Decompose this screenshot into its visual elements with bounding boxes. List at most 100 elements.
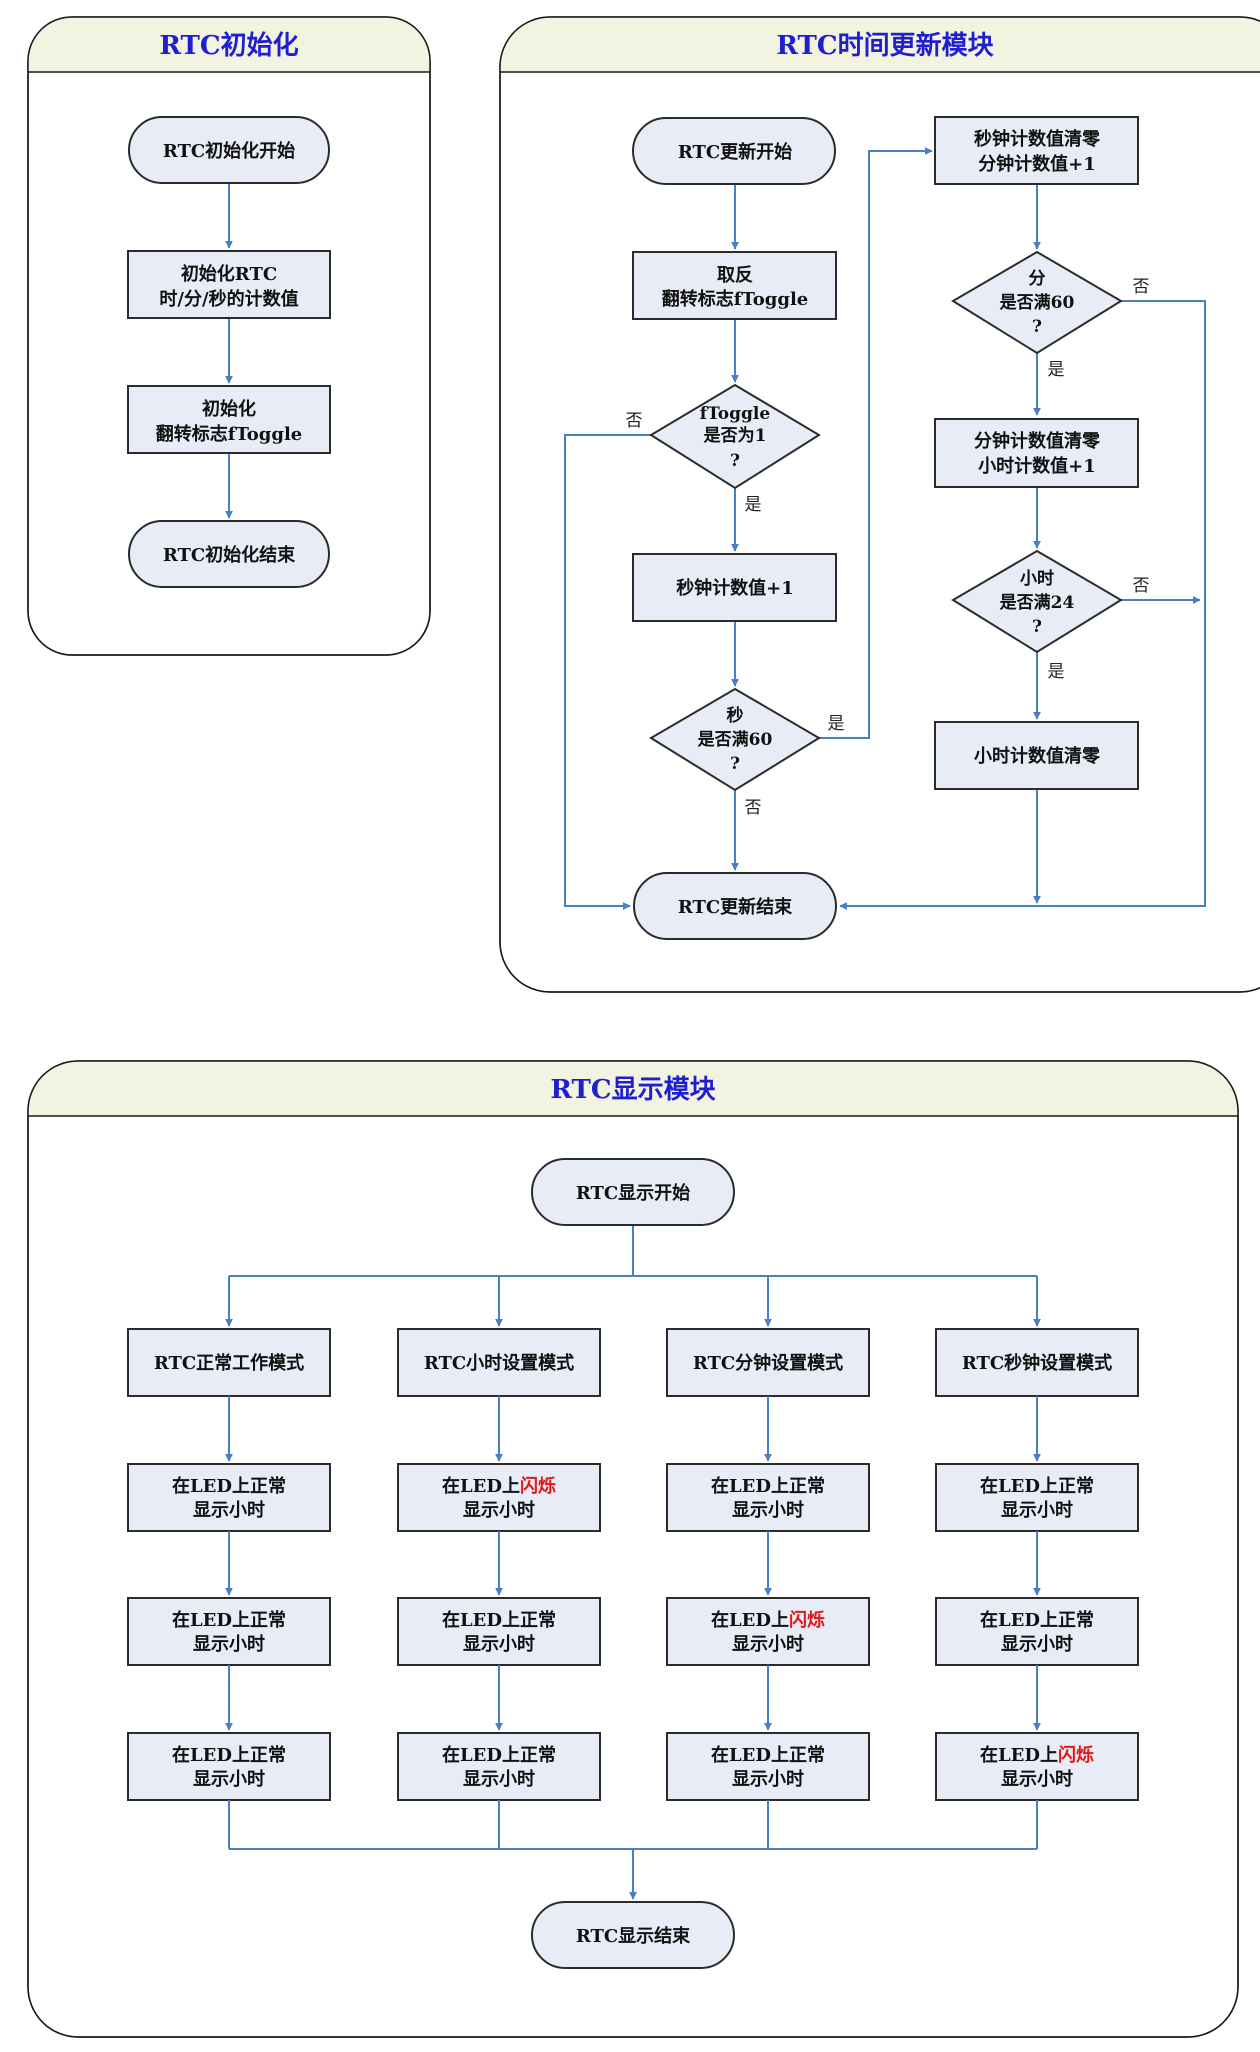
display-step-node xyxy=(666,1732,870,1801)
display-step-line2: 显示小时 xyxy=(732,1769,804,1790)
display-step-line2: 显示小时 xyxy=(1001,1500,1073,1521)
update-sec-reset-line1: 秒钟计数值清零 xyxy=(974,128,1101,150)
update-check-min-line2: 是否满60 xyxy=(1000,292,1075,313)
display-step-node xyxy=(666,1597,870,1666)
init-step1-node xyxy=(127,250,331,319)
display-column-1: RTC正常工作模式在LED上正常显示小时在LED上正常显示小时在LED上正常显示… xyxy=(127,1276,331,1849)
update-start-label: RTC更新开始 xyxy=(678,141,792,163)
display-step-line1: 在LED上正常 xyxy=(711,1475,825,1497)
update-check-hour-line3: ? xyxy=(1032,617,1042,637)
init-end-label: RTC初始化结束 xyxy=(163,544,296,566)
display-mode-label: RTC分钟设置模式 xyxy=(693,1352,843,1374)
display-step-line2: 显示小时 xyxy=(193,1769,265,1790)
init-flow: RTC初始化开始 初始化RTC 时/分/秒的计数值 初始化 翻转标志fToggl… xyxy=(127,116,331,588)
display-mode-label: RTC小时设置模式 xyxy=(424,1352,574,1374)
display-step-line2: 显示小时 xyxy=(193,1500,265,1521)
update-min-reset-line1: 分钟计数值清零 xyxy=(974,430,1101,452)
display-step-line2: 显示小时 xyxy=(1001,1634,1073,1655)
update-check-toggle-line1: fToggle xyxy=(700,404,771,424)
update-check-sec-line1: 秒 xyxy=(727,705,744,726)
update-hour-reset-label: 小时计数值清零 xyxy=(974,745,1101,767)
update-check-sec-node xyxy=(649,687,821,792)
display-mode-label: RTC秒钟设置模式 xyxy=(962,1352,1112,1374)
update-check-toggle-line2: 是否为1 xyxy=(704,425,767,446)
update-check-min-line3: ? xyxy=(1032,317,1042,337)
display-step-line1: 在LED上正常 xyxy=(980,1475,1094,1497)
update-check-hour-line1: 小时 xyxy=(1020,569,1054,589)
update-flow: RTC更新开始 取反 翻转标志fToggle fToggle 是否为1 ? 秒钟… xyxy=(564,116,1206,940)
display-step-line2: 显示小时 xyxy=(463,1769,535,1790)
update-check-min-line1: 分 xyxy=(1029,269,1046,289)
branch-label-hour-no: 否 xyxy=(1133,576,1150,596)
update-check-hour-node xyxy=(951,549,1123,654)
display-step-line2: 显示小时 xyxy=(193,1634,265,1655)
blink-highlight: 闪烁 xyxy=(520,1475,556,1497)
display-step-line1: 在LED上正常 xyxy=(711,1744,825,1766)
display-step-line1: 在LED上正常 xyxy=(172,1744,286,1766)
branch-label-min-no: 否 xyxy=(1133,277,1150,297)
display-column-4: RTC秒钟设置模式在LED上正常显示小时在LED上正常显示小时在LED上闪烁显示… xyxy=(935,1276,1139,1849)
init-start-label: RTC初始化开始 xyxy=(163,140,295,162)
branch-label-toggle-no: 否 xyxy=(626,411,643,431)
display-column-2: RTC小时设置模式在LED上闪烁显示小时在LED上正常显示小时在LED上正常显示… xyxy=(397,1276,601,1849)
display-step-node xyxy=(935,1732,1139,1801)
update-sec-reset-line2: 分钟计数值+1 xyxy=(978,153,1096,175)
pool-title-init: RTC初始化 xyxy=(159,31,298,61)
pool-title-display: RTC显示模块 xyxy=(550,1075,715,1105)
init-step2-node xyxy=(127,385,331,454)
update-min-reset-node xyxy=(934,418,1139,488)
branch-label-min-yes: 是 xyxy=(1048,360,1065,380)
display-mode-node xyxy=(397,1328,601,1397)
display-step-line1: 在LED上正常 xyxy=(442,1609,556,1631)
update-hour-reset-node xyxy=(934,721,1139,790)
update-check-toggle-line3: ? xyxy=(730,451,740,471)
update-sec-reset-node xyxy=(934,116,1139,185)
update-check-toggle-node xyxy=(649,383,821,490)
update-sec-inc-node xyxy=(632,553,837,622)
display-mode-node xyxy=(935,1328,1139,1397)
display-step-line2: 显示小时 xyxy=(732,1500,804,1521)
display-step-line2: 显示小时 xyxy=(463,1634,535,1655)
init-step1-line2: 时/分/秒的计数值 xyxy=(159,288,298,310)
display-step-line1: 在LED上正常 xyxy=(172,1475,286,1497)
display-mode-node xyxy=(666,1328,870,1397)
display-step-line2: 显示小时 xyxy=(1001,1769,1073,1790)
update-min-reset-line2: 小时计数值+1 xyxy=(978,455,1096,477)
display-step-line1: 在LED上正常 xyxy=(172,1609,286,1631)
pool-title-update: RTC时间更新模块 xyxy=(776,30,993,61)
display-step-node xyxy=(397,1732,601,1801)
display-end-node xyxy=(531,1901,735,1969)
init-start-node xyxy=(128,116,330,184)
update-toggle-node xyxy=(632,251,837,320)
display-column-3: RTC分钟设置模式在LED上正常显示小时在LED上闪烁显示小时在LED上正常显示… xyxy=(666,1276,870,1849)
display-step-line2: 显示小时 xyxy=(463,1500,535,1521)
display-step-line2: 显示小时 xyxy=(732,1634,804,1655)
display-step-line1: 在LED上闪烁 xyxy=(442,1475,556,1497)
init-step1-line1: 初始化RTC xyxy=(181,263,277,285)
init-step2-line2: 翻转标志fToggle xyxy=(156,423,303,445)
init-step2-line1: 初始化 xyxy=(202,398,256,420)
display-step-line1: 在LED上正常 xyxy=(442,1744,556,1766)
display-step-node xyxy=(935,1463,1139,1532)
display-start-node xyxy=(531,1158,735,1226)
display-start-label: RTC显示开始 xyxy=(576,1182,690,1204)
display-step-line1: 在LED上闪烁 xyxy=(711,1609,825,1631)
update-check-hour-line2: 是否满24 xyxy=(1000,592,1075,613)
update-check-min-node xyxy=(951,250,1123,355)
update-start-node xyxy=(632,117,836,185)
update-check-sec-line3: ? xyxy=(730,754,740,774)
init-end-node xyxy=(128,520,330,588)
branch-label-sec-yes: 是 xyxy=(828,714,845,734)
update-toggle-line1: 取反 xyxy=(717,265,753,286)
display-columns: RTC正常工作模式在LED上正常显示小时在LED上正常显示小时在LED上正常显示… xyxy=(127,1276,1139,1849)
branch-label-sec-no: 否 xyxy=(745,798,762,818)
blink-highlight: 闪烁 xyxy=(1058,1744,1094,1766)
display-flow: RTC显示开始 RTC显示结束 RTC正常工作模式在LED上正常显示小时在LED… xyxy=(127,1158,1139,1969)
display-step-line1: 在LED上正常 xyxy=(980,1609,1094,1631)
update-check-sec-line2: 是否满60 xyxy=(698,729,773,750)
display-step-node xyxy=(127,1463,331,1532)
display-step-node xyxy=(935,1597,1139,1666)
branch-label-toggle-yes: 是 xyxy=(745,495,762,515)
display-step-line1: 在LED上闪烁 xyxy=(980,1744,1094,1766)
